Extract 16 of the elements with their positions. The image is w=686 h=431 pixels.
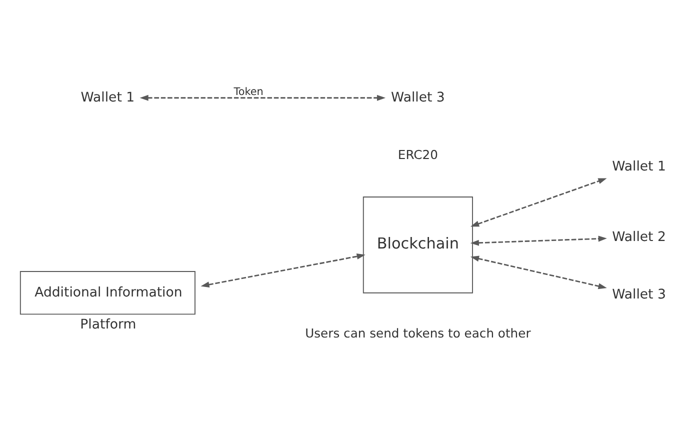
arrow — [200, 252, 366, 288]
arrow — [470, 178, 607, 226]
label: ERC20 — [398, 147, 438, 162]
node-box: Blockchain — [362, 196, 473, 293]
arrow — [140, 94, 386, 100]
node-text: Wallet 3 — [391, 90, 445, 105]
node-text: Wallet 1 — [612, 159, 666, 174]
node-box: Additional Information — [20, 270, 196, 314]
edge-label: Token — [234, 85, 264, 98]
arrow — [470, 235, 607, 246]
node-text: Wallet 1 — [80, 90, 135, 105]
label: Users can send tokens to each other — [305, 326, 531, 340]
node-text: Wallet 2 — [612, 229, 666, 244]
arrow — [470, 255, 607, 289]
node-text: Wallet 3 — [612, 287, 666, 302]
node-label: Platform — [80, 317, 136, 332]
